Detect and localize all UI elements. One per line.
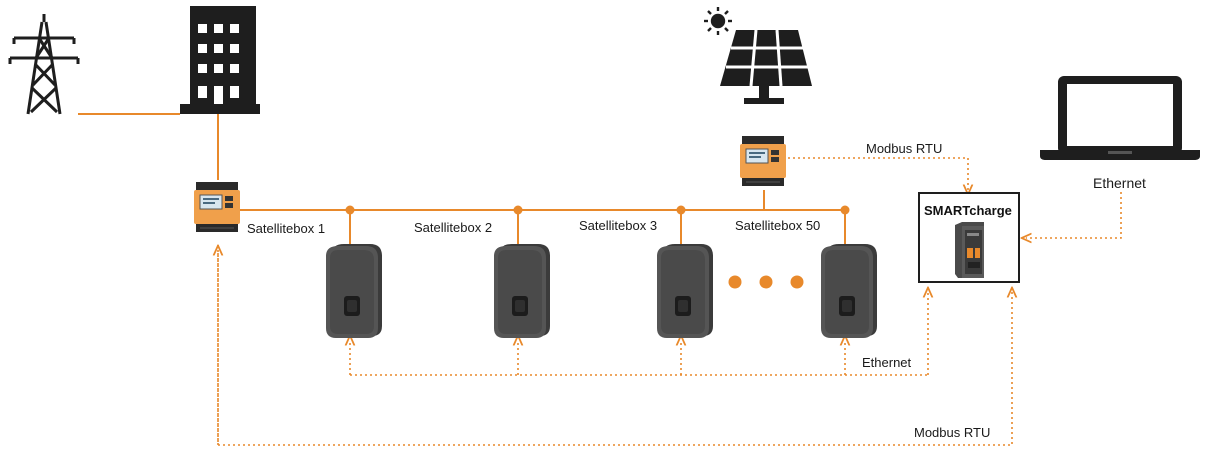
solar-panel-icon: [720, 29, 812, 104]
ev-charger-icon: [657, 244, 713, 338]
power-pylon-icon: [8, 14, 80, 115]
modbus-rtu-top-label: Modbus RTU: [866, 141, 943, 156]
satellitebox-2-label: Satellitebox 2: [414, 220, 493, 235]
energy-meter-icon: [193, 181, 241, 233]
building-icon: [180, 6, 260, 114]
modbus-rtu-bottom-label: Modbus RTU: [914, 425, 991, 440]
power-lines: [78, 113, 846, 245]
laptop-icon: [1040, 76, 1200, 160]
junction-dots: [345, 205, 850, 215]
sun-icon: [704, 7, 732, 35]
ellipsis-dots: [728, 275, 804, 289]
energy-meter-icon: [739, 135, 787, 187]
satellitebox-50-label: Satellitebox 50: [735, 218, 821, 233]
satellitebox-1-label: Satellitebox 1: [247, 221, 326, 236]
ev-charger-icon: [494, 244, 550, 338]
controller-device-icon: [955, 222, 984, 278]
communication-lines: [218, 157, 1122, 446]
ev-charger-icon: [326, 244, 382, 338]
ethernet-bus-label: Ethernet: [862, 355, 912, 370]
ev-charger-icon: [821, 244, 877, 338]
ethernet-laptop-label: Ethernet: [1093, 175, 1146, 191]
satellitebox-3-label: Satellitebox 3: [579, 218, 658, 233]
smartcharge-title: SMARTcharge: [924, 203, 1012, 218]
